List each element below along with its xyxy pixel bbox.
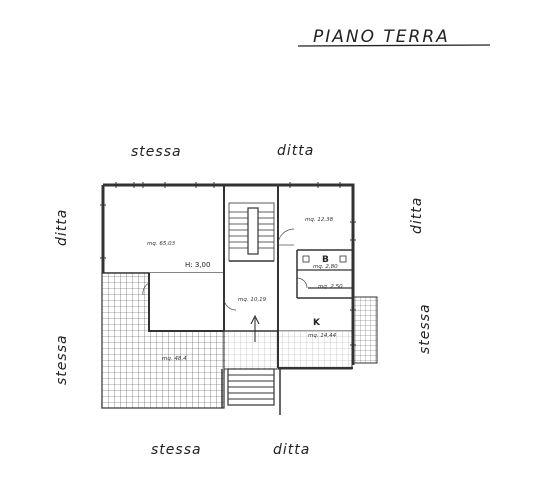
- label-top-right: ditta: [277, 143, 314, 159]
- hall-area-label: mq. 10,19: [238, 297, 267, 303]
- label-top-left: stessa: [131, 144, 182, 160]
- kitchen-label: K: [313, 318, 321, 328]
- label-bottom-left: stessa: [151, 442, 202, 458]
- entry-steps: [221, 368, 281, 415]
- bath-area-label: mq. 2,80: [313, 264, 338, 270]
- staircase: [228, 202, 275, 262]
- label-right: ditta: [409, 197, 425, 234]
- label-right-lower: stessa: [417, 303, 433, 354]
- wall-marks: [100, 204, 356, 346]
- plan-title: PIANO TERRA: [313, 27, 450, 47]
- wc-area-label: mq. 2,50: [318, 284, 343, 290]
- room-area-label: mq. 12,38: [305, 217, 334, 223]
- label-left: ditta: [54, 209, 70, 246]
- door-swings: [142, 228, 308, 311]
- side-balcony: [351, 296, 378, 364]
- title-underline: [297, 44, 491, 47]
- bath-label: B: [322, 255, 329, 265]
- terrace-area-label: mq. 48,4: [162, 356, 187, 362]
- entrance-arrow: [250, 314, 260, 342]
- label-bottom-right: ditta: [273, 442, 310, 458]
- interior-partitions: [296, 249, 353, 299]
- living-area-label: mq. 65,03: [147, 241, 176, 247]
- height-label: H: 3,00: [185, 261, 210, 269]
- windows-top: [115, 182, 341, 188]
- label-left-lower: stessa: [54, 334, 70, 385]
- kitchen-area-label: mq. 14,44: [308, 333, 337, 339]
- main-walls: [101, 183, 355, 369]
- terrace: [101, 272, 353, 409]
